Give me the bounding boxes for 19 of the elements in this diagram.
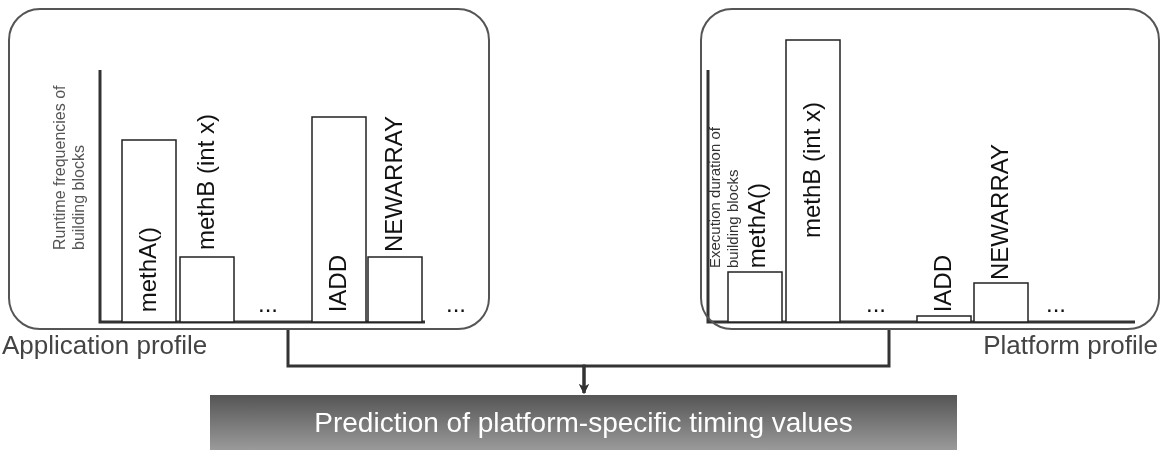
ellipsis: ... [258, 290, 278, 318]
axis-label: Runtime frequencies of building blocks [50, 84, 89, 250]
panel-title: Platform profile [983, 330, 1158, 361]
ellipsis: ... [866, 290, 886, 318]
bar-label: methB (int x) [194, 113, 218, 250]
bar-label: methA() [136, 226, 160, 312]
bar-label: IADD [326, 254, 350, 312]
bar-label: NEWARRAY [988, 144, 1012, 280]
bar-label: NEWARRAY [382, 116, 406, 252]
axis-label: Execution duration of building blocks [706, 126, 742, 268]
bar-label: methB (int x) [800, 101, 824, 238]
bar-label: methA() [745, 182, 769, 268]
ellipsis: ... [446, 290, 466, 318]
ellipsis: ... [1046, 290, 1066, 318]
box-label: Prediction of platform-specific timing values [314, 406, 853, 439]
panel-title: Application profile [2, 330, 208, 361]
bar-label: IADD [931, 254, 955, 312]
arrow [579, 330, 891, 394]
process-box [210, 395, 957, 450]
